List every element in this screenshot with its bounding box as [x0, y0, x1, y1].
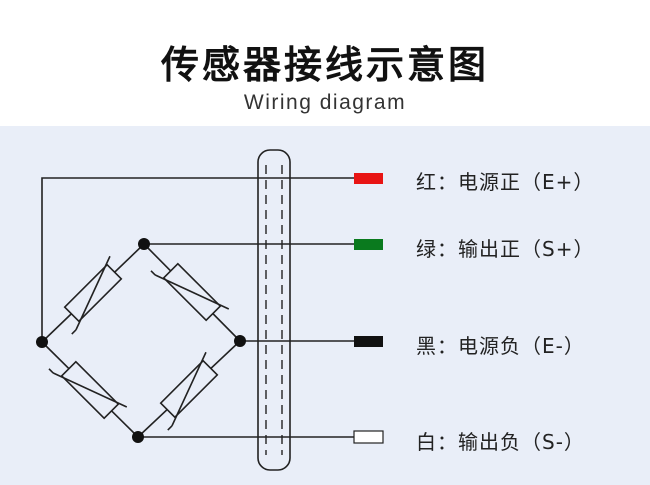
strain-gauge-4 — [159, 351, 219, 431]
shield-cable — [257, 149, 291, 471]
wire-label-black: 黑：电源负（E-） — [416, 334, 585, 358]
terminal-black — [354, 336, 383, 347]
node-right — [234, 335, 246, 347]
node-top — [138, 238, 150, 250]
terminal-green — [354, 239, 383, 250]
header: 传感器接线示意图 Wiring diagram — [0, 0, 650, 126]
page-subtitle: Wiring diagram — [243, 91, 407, 114]
terminal-red — [354, 173, 383, 184]
node-left — [36, 336, 48, 348]
wire-label-red: 红：电源正（E+） — [416, 170, 595, 194]
diagram-panel — [0, 126, 650, 485]
strain-gauge-3 — [48, 360, 128, 420]
wire-label-green: 绿：输出正（S+） — [416, 237, 595, 261]
strain-gauge-1 — [63, 255, 123, 335]
page-title: 传感器接线示意图 — [160, 43, 489, 87]
terminal-white — [353, 430, 384, 444]
wire-power-positive — [41, 177, 354, 342]
wire-label-white: 白：输出负（S-） — [416, 430, 585, 454]
strain-gauge-2 — [150, 262, 230, 322]
node-bottom — [132, 431, 144, 443]
